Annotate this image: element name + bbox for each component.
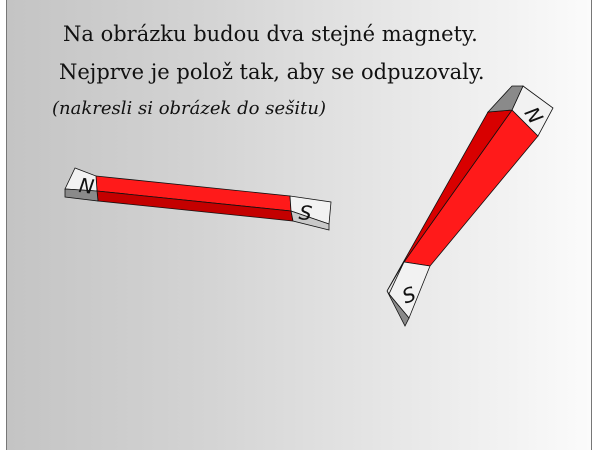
magnet-diagonal-south-side [386,290,410,327]
slide: Na obrázku budou dva stejné magnety. Nej… [6,0,592,450]
magnet-diagonal: N S [386,85,554,327]
instruction-line-1: Na obrázku budou dva stejné magnety. [63,22,478,46]
magnet-diagonal-north-side [487,85,524,113]
magnet-horizontal-south-label: S [298,200,314,226]
instruction-line-2: Nejprve je polož tak, aby se odpuzovaly. [59,60,485,84]
notebook-note: (nakresli si obrázek do sešitu) [52,98,326,119]
magnet-horizontal-north-front [64,188,99,202]
magnet-horizontal-north-label: N [77,173,95,199]
magnets-illustration: N S N S [64,85,554,327]
magnet-diagonal-red-top [403,109,539,267]
magnet-horizontal: N S [64,167,332,231]
magnet-horizontal-south-front [290,210,330,231]
